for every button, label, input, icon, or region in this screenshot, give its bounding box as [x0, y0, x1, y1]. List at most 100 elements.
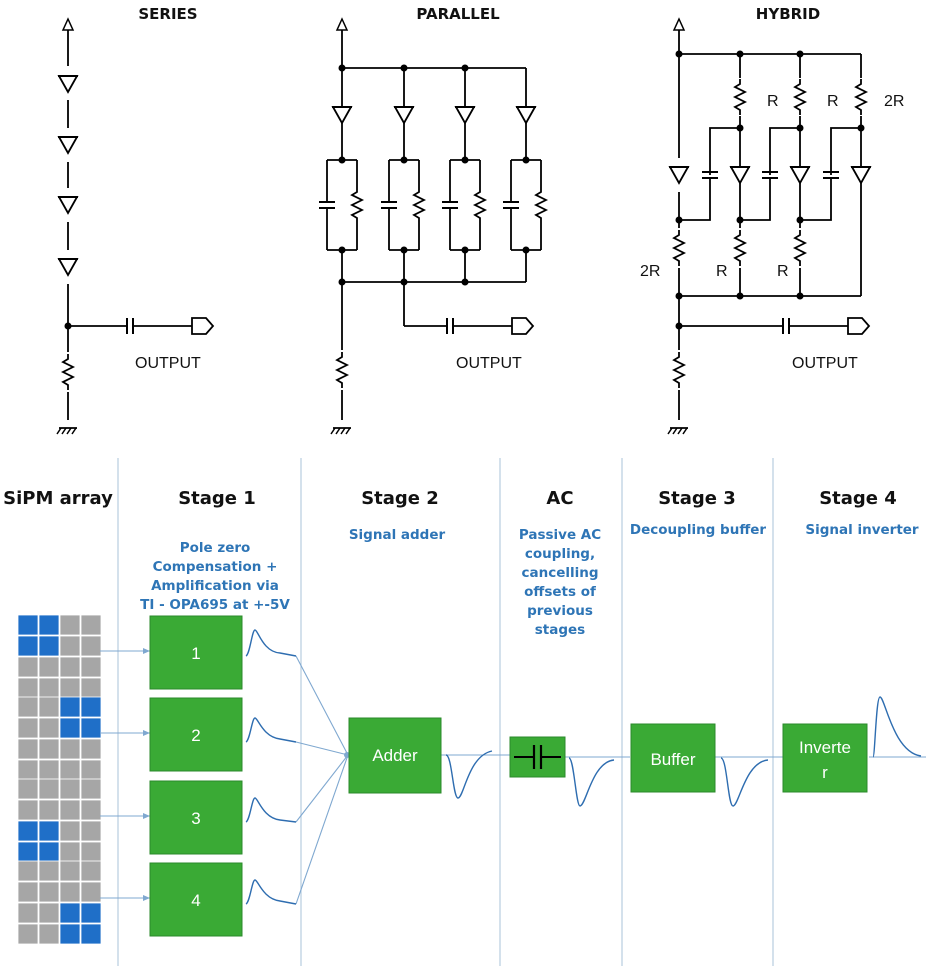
svg-text:r: r	[822, 763, 828, 782]
sipm-pixel	[17, 738, 39, 760]
capacitor-icon	[446, 317, 454, 335]
resistor-label: R	[777, 263, 789, 280]
ac-description: coupling,	[525, 546, 595, 562]
sipm-pixel	[17, 778, 39, 800]
positive-pulse-icon	[245, 797, 297, 823]
negative-pulse-icon	[720, 757, 769, 807]
sipm-pixel-active	[17, 614, 39, 636]
sipm-pixel-active	[17, 820, 39, 842]
sipm-pixel	[59, 656, 81, 678]
column-title-stage2: Stage 2	[361, 488, 439, 509]
sipm-pixel-active	[17, 841, 39, 863]
series-circuit: SERIES OUTPUT	[56, 5, 214, 435]
sipm-pixel	[17, 677, 39, 699]
sipm-pixel	[80, 759, 102, 781]
sipm-pixel	[80, 614, 102, 636]
adder-box: Adder	[348, 717, 442, 794]
buffer-box: Buffer	[630, 723, 716, 793]
ground-icon	[667, 427, 689, 435]
resistor-label: R	[827, 93, 839, 110]
sipm-pixel	[38, 860, 60, 882]
stage1-description: Pole zero	[180, 540, 251, 556]
diode-icon	[454, 106, 476, 124]
svg-text:3: 3	[191, 809, 200, 828]
sipm-pixel	[38, 902, 60, 924]
ac-description: stages	[535, 622, 585, 638]
sipm-pixel-active	[59, 696, 81, 718]
sipm-pixel-active	[38, 614, 60, 636]
output-terminal-icon	[191, 317, 214, 335]
ground-icon	[330, 427, 352, 435]
sipm-pixel	[38, 738, 60, 760]
sipm-pixel	[17, 902, 39, 924]
sipm-pixel	[17, 923, 39, 945]
sipm-pixel	[59, 635, 81, 657]
waveforms	[245, 629, 922, 905]
ground-icon	[56, 427, 78, 435]
rc-network	[442, 160, 485, 250]
hybrid-output-label: OUTPUT	[792, 355, 858, 372]
sipm-pixel	[17, 717, 39, 739]
resistor-label: R	[767, 93, 779, 110]
sipm-pixel	[38, 717, 60, 739]
parallel-branch	[319, 68, 362, 254]
sipm-arrays	[17, 614, 102, 945]
ac-description: previous	[527, 603, 593, 619]
sipm-pixel	[59, 881, 81, 903]
sipm-pixel	[80, 799, 102, 821]
stage1-description: TI - OPA695 at +-5V	[140, 597, 290, 613]
parallel-circuit: PARALLEL	[319, 5, 546, 435]
capacitor-icon	[126, 317, 134, 335]
ac-description: Passive AC	[519, 527, 601, 543]
sipm-pixel-active	[80, 717, 102, 739]
svg-text:Inverte: Inverte	[799, 738, 851, 757]
sipm-pixel	[59, 860, 81, 882]
sipm-pixel-active	[38, 841, 60, 863]
sipm-array-1	[17, 614, 102, 699]
sipm-pixel	[38, 656, 60, 678]
sipm-pixel-active	[38, 820, 60, 842]
diode-icon	[515, 106, 537, 124]
sipm-pixel-active	[59, 923, 81, 945]
rc-network	[319, 160, 362, 250]
ac-description: offsets of	[524, 584, 596, 600]
supply-arrow-icon	[673, 18, 685, 31]
stage4-description: Signal inverter	[805, 522, 919, 538]
sipm-pixel	[80, 778, 102, 800]
negative-pulse-icon	[445, 750, 493, 799]
sipm-pixel	[38, 923, 60, 945]
parallel-title: PARALLEL	[416, 5, 500, 23]
stage1-description: Compensation +	[153, 559, 278, 575]
resistor-label: R	[716, 263, 728, 280]
stage1-box-1: 1	[149, 615, 243, 690]
arrowhead-icon	[143, 895, 150, 901]
sipm-array-2	[17, 696, 102, 781]
pipeline-diagram: SiPM array Stage 1 Stage 2 AC Stage 3 St…	[3, 458, 926, 966]
svg-text:Adder: Adder	[372, 746, 418, 765]
sipm-pixel	[80, 738, 102, 760]
supply-arrow-icon	[62, 18, 74, 31]
sipm-pixel	[80, 841, 102, 863]
rc-network	[503, 160, 546, 250]
hybrid-title: HYBRID	[756, 5, 820, 23]
diode-icon	[850, 166, 872, 184]
resistor-label: 2R	[640, 263, 660, 280]
sipm-pixel-active	[80, 696, 102, 718]
sipm-pixel	[17, 881, 39, 903]
positive-pulse-icon	[245, 629, 297, 657]
sipm-pixel-active	[80, 923, 102, 945]
signal-lines	[100, 650, 926, 905]
sipm-pixel	[17, 656, 39, 678]
rc-network	[381, 160, 424, 250]
positive-pulse-icon	[872, 696, 922, 758]
diode-icon	[729, 166, 751, 184]
sipm-pixel	[38, 778, 60, 800]
stage2-description: Signal adder	[349, 527, 446, 543]
diode-icon	[393, 106, 415, 124]
hybrid-circuit: HYBRID R R 2R	[640, 5, 904, 435]
sipm-pixel	[38, 677, 60, 699]
sipm-pixel	[38, 881, 60, 903]
sipm-array-3	[17, 778, 102, 863]
